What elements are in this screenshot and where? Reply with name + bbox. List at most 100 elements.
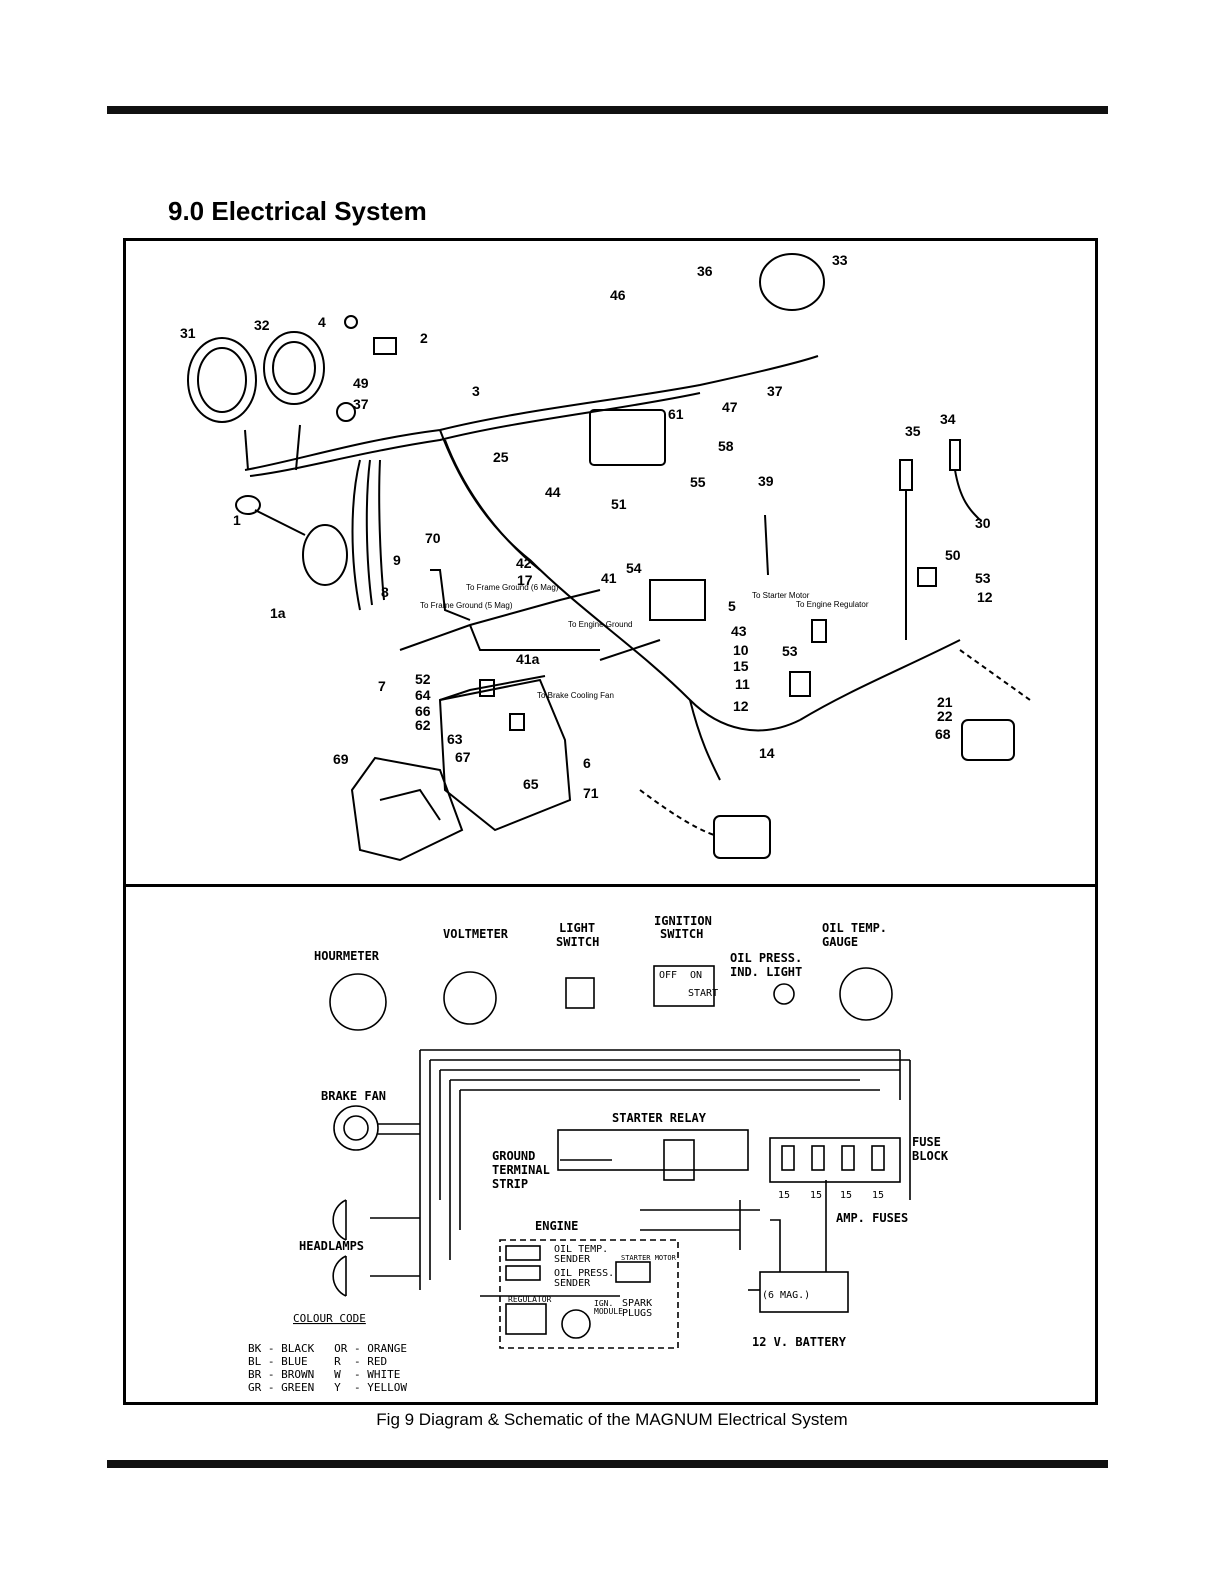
- callout: 64: [415, 687, 431, 703]
- regulator-label: REGULATOR: [508, 1295, 552, 1304]
- callout: 15: [733, 658, 749, 674]
- callout: 1: [233, 512, 241, 528]
- note-engine-ground: To Engine Ground: [568, 620, 633, 629]
- light-switch-label: SWITCH: [556, 935, 599, 949]
- ground-strip-label: TERMINAL: [492, 1163, 550, 1177]
- callout: 2: [420, 330, 428, 346]
- callout: 10: [733, 642, 749, 658]
- oil-press-light-label: OIL PRESS.: [730, 951, 802, 965]
- oil-press-sender-label: OIL PRESS.: [554, 1268, 614, 1279]
- callout: 35: [905, 423, 921, 439]
- callout: 3: [472, 383, 480, 399]
- ign-module-label: MODULE: [594, 1307, 623, 1316]
- callout: 50: [945, 547, 961, 563]
- callout: 9: [393, 552, 401, 568]
- callout: 49: [353, 375, 369, 391]
- fuse-block-label: FUSE: [912, 1135, 941, 1149]
- callout: 4: [318, 314, 326, 330]
- callout: 7: [378, 678, 386, 694]
- section-title: 9.0 Electrical System: [168, 196, 427, 226]
- mag-label: (6 MAG.): [762, 1290, 810, 1301]
- oil-temp-sender-label: SENDER: [554, 1254, 591, 1265]
- callout: 25: [493, 449, 509, 465]
- callout: 31: [180, 325, 196, 341]
- callout: 44: [545, 484, 561, 500]
- fuse-value: 15: [778, 1190, 790, 1201]
- colour-code-row: BK - BLACK OR - ORANGE: [248, 1342, 407, 1355]
- callout: 34: [940, 411, 956, 427]
- callout: 37: [353, 396, 369, 412]
- colour-code-row: GR - GREEN Y - YELLOW: [248, 1381, 407, 1394]
- callout: 62: [415, 717, 431, 733]
- bottom-rule: [107, 1460, 1108, 1468]
- callout: 33: [832, 252, 848, 268]
- callout: 32: [254, 317, 270, 333]
- note-engine-regulator: To Engine Regulator: [796, 600, 869, 609]
- switch-on-label: ON: [690, 970, 702, 981]
- callout: 41a: [516, 651, 540, 667]
- callout: 37: [767, 383, 783, 399]
- callout: 12: [977, 589, 993, 605]
- callout: 46: [610, 287, 626, 303]
- fuse-value: 15: [872, 1190, 884, 1201]
- spark-plugs-label: PLUGS: [622, 1308, 652, 1319]
- starter-relay-label: STARTER RELAY: [612, 1111, 707, 1125]
- callout: 22: [937, 708, 953, 724]
- headlamps-label: HEADLAMPS: [299, 1239, 364, 1253]
- ign-module-label: IGN.: [594, 1299, 613, 1308]
- note-starter-motor: To Starter Motor: [752, 591, 810, 600]
- oil-press-light-label: IND. LIGHT: [730, 965, 802, 979]
- callout: 8: [381, 584, 389, 600]
- starter-motor-label: STARTER MOTOR: [621, 1254, 677, 1262]
- ground-strip-label: GROUND: [492, 1149, 535, 1163]
- callout: 63: [447, 731, 463, 747]
- callout: 69: [333, 751, 349, 767]
- switch-off-label: OFF: [659, 970, 677, 981]
- engine-label: ENGINE: [535, 1219, 578, 1233]
- fuse-block-label: BLOCK: [912, 1149, 949, 1163]
- callout: 67: [455, 749, 471, 765]
- callout: 51: [611, 496, 627, 512]
- callout: 36: [697, 263, 713, 279]
- callout: 41: [601, 570, 617, 586]
- callout: 42: [516, 555, 532, 571]
- callout: 14: [759, 745, 775, 761]
- oil-temp-gauge-label: GAUGE: [822, 935, 858, 949]
- figure-frame: [123, 238, 1098, 1405]
- callout: 39: [758, 473, 774, 489]
- spark-plugs-label: SPARK: [622, 1298, 652, 1309]
- colour-code-row: BR - BROWN W - WHITE: [248, 1368, 400, 1381]
- colour-code-row: BL - BLUE R - RED: [248, 1355, 387, 1368]
- callout: 47: [722, 399, 738, 415]
- oil-temp-sender-label: OIL TEMP.: [554, 1244, 608, 1255]
- note-frame-ground-6: To Frame Ground (6 Mag): [466, 583, 559, 592]
- ignition-switch-label: IGNITION: [654, 914, 712, 928]
- fuse-value: 15: [810, 1190, 822, 1201]
- switch-start-label: START: [688, 988, 718, 999]
- figure-divider: [123, 884, 1098, 887]
- oil-press-sender-label: SENDER: [554, 1278, 591, 1289]
- ignition-switch-label: SWITCH: [660, 927, 703, 941]
- amp-fuses-label: AMP. FUSES: [836, 1211, 908, 1225]
- callout: 66: [415, 703, 431, 719]
- top-rule: [107, 106, 1108, 114]
- callout: 12: [733, 698, 749, 714]
- figure-caption: Fig 9 Diagram & Schematic of the MAGNUM …: [376, 1410, 848, 1429]
- callout: 52: [415, 671, 431, 687]
- callout: 54: [626, 560, 642, 576]
- fuse-value: 15: [840, 1190, 852, 1201]
- hourmeter-label: HOURMETER: [314, 949, 380, 963]
- callout: 58: [718, 438, 734, 454]
- callout: 70: [425, 530, 441, 546]
- callout: 30: [975, 515, 991, 531]
- callout: 61: [668, 406, 684, 422]
- oil-temp-gauge-label: OIL TEMP.: [822, 921, 887, 935]
- voltmeter-label: VOLTMETER: [443, 927, 509, 941]
- callout: 43: [731, 623, 747, 639]
- callout: 5: [728, 598, 736, 614]
- brake-fan-label: BRAKE FAN: [321, 1089, 386, 1103]
- light-switch-label: LIGHT: [559, 921, 595, 935]
- callout: 53: [975, 570, 991, 586]
- callout: 65: [523, 776, 539, 792]
- callout: 55: [690, 474, 706, 490]
